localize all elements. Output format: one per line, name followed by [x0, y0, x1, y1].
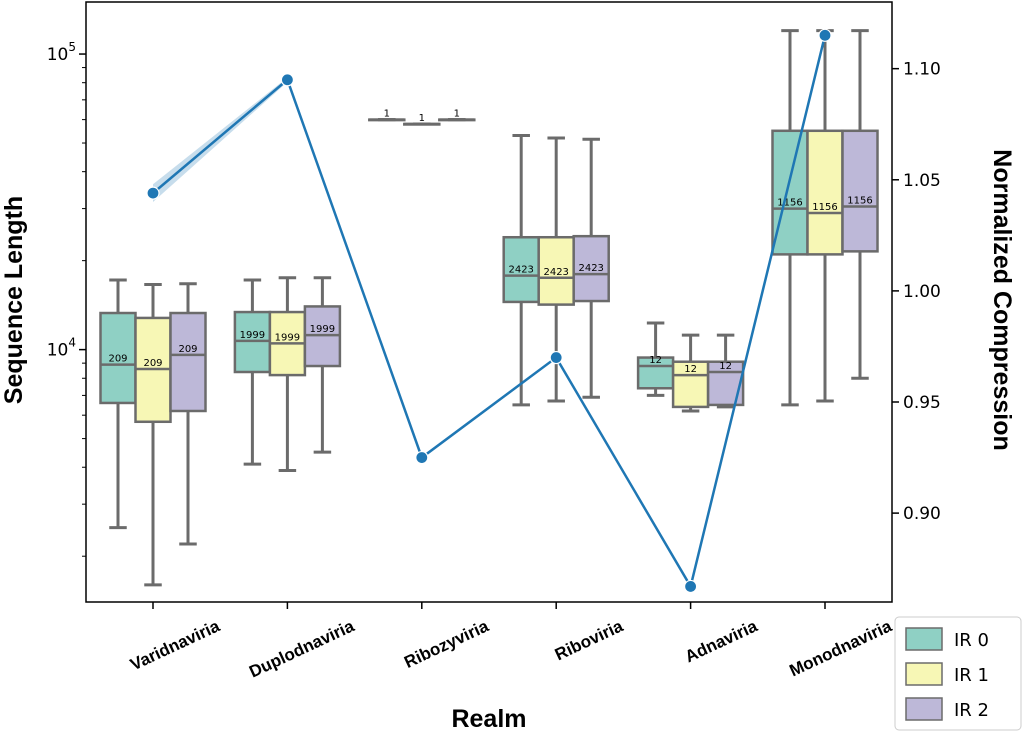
box-monodnaviria-ir1: 1156 — [806, 29, 844, 403]
count-label: 1156 — [847, 195, 872, 206]
box-duplodnaviria-ir2: 1999 — [303, 276, 342, 454]
box-ribozyviria-ir0: 1 — [368, 109, 406, 122]
legend-label-ir0: IR 0 — [954, 630, 989, 651]
y-left-tick-label: 104 — [47, 336, 76, 361]
compression-line — [152, 35, 827, 590]
x-tick-label-adnaviria: Adnaviria — [682, 616, 761, 666]
y-axis-right-title: Normalized Compression — [988, 149, 1016, 450]
plot-frame — [85, 1, 893, 603]
compression-point-riboviria — [549, 350, 563, 365]
count-label: 12 — [649, 355, 662, 366]
box-body — [537, 235, 575, 306]
x-tick-label-ribozyviria: Ribozyviria — [401, 616, 492, 672]
count-label: 2423 — [508, 265, 533, 276]
compression-point-ribozyviria — [415, 450, 429, 465]
compression-line-layer — [146, 28, 832, 594]
count-label: 209 — [108, 354, 127, 365]
legend-swatch-ir2 — [905, 697, 943, 721]
box-body — [99, 311, 137, 405]
legend-label-ir2: IR 2 — [954, 700, 989, 721]
count-label: 1 — [454, 109, 460, 120]
legend-swatch-ir0 — [905, 627, 943, 651]
box-monodnaviria-ir0: 1156 — [771, 29, 809, 407]
y-left-tick-label: 105 — [47, 40, 76, 65]
box-ribozyviria-ir1: 1 — [403, 113, 441, 126]
y-right-tick-label: 1.05 — [903, 171, 941, 191]
box-adnaviria-ir1: 12 — [671, 333, 710, 413]
compression-point-monodnaviria — [818, 28, 832, 42]
box-ribozyviria-ir2: 1 — [438, 109, 476, 122]
count-label: 1999 — [310, 324, 335, 335]
count-label: 1999 — [275, 332, 300, 343]
x-tick-label-monodnaviria: Monodnaviria — [786, 616, 895, 680]
box-body — [771, 129, 809, 256]
box-varidnaviria-ir1: 209 — [134, 283, 172, 587]
box-duplodnaviria-ir1: 1999 — [268, 276, 307, 472]
x-tick-label-duplodnaviria: Duplodnaviria — [246, 616, 357, 681]
count-label: 12 — [684, 364, 697, 375]
y-right-tick-label: 1.00 — [903, 282, 941, 302]
box-varidnaviria-ir0: 209 — [99, 278, 137, 530]
box-varidnaviria-ir2: 209 — [169, 282, 207, 546]
y-right-tick-label: 1.10 — [903, 60, 941, 80]
box-duplodnaviria-ir0: 1999 — [233, 278, 272, 466]
count-label: 12 — [719, 361, 732, 372]
box-riboviria-ir2: 2423 — [572, 137, 610, 399]
compression-point-adnaviria — [683, 579, 698, 594]
x-axis-title: Realm — [451, 705, 526, 733]
count-label: 209 — [178, 344, 197, 355]
box-adnaviria-ir0: 12 — [636, 321, 675, 397]
count-label: 1 — [384, 109, 390, 120]
legend-swatch-ir1 — [905, 662, 943, 686]
box-riboviria-ir0: 2423 — [502, 134, 540, 407]
count-label: 209 — [143, 358, 162, 369]
boxes-layer: 209 209 209 1999 1999 1999 1 1 1 2423 2423 2423 12 12… — [99, 29, 879, 587]
x-tick-label-riboviria: Riboviria — [552, 616, 626, 664]
box-body — [841, 129, 879, 253]
compression-point-varidnaviria — [146, 186, 160, 200]
count-label: 2423 — [543, 267, 568, 278]
box-riboviria-ir1: 2423 — [537, 136, 575, 403]
y-right-tick-label: 0.95 — [903, 393, 941, 413]
box-body — [806, 129, 844, 256]
box-body — [169, 311, 207, 413]
legend-label-ir1: IR 1 — [954, 665, 989, 686]
count-label: 1999 — [240, 330, 265, 341]
y-right-tick-label: 0.90 — [903, 504, 941, 524]
count-label: 1156 — [812, 202, 837, 213]
x-tick-label-varidnaviria: Varidnaviria — [127, 616, 223, 674]
y-axis-left-title: Sequence Length — [0, 196, 28, 404]
count-label: 2423 — [578, 263, 603, 274]
count-label: 1156 — [777, 198, 802, 209]
box-monodnaviria-ir2: 1156 — [841, 29, 879, 380]
count-label: 1 — [419, 113, 425, 124]
box-body — [572, 234, 610, 303]
legend: IR 0 IR 1 IR 2 — [894, 616, 1022, 731]
compression-point-duplodnaviria — [280, 73, 294, 87]
